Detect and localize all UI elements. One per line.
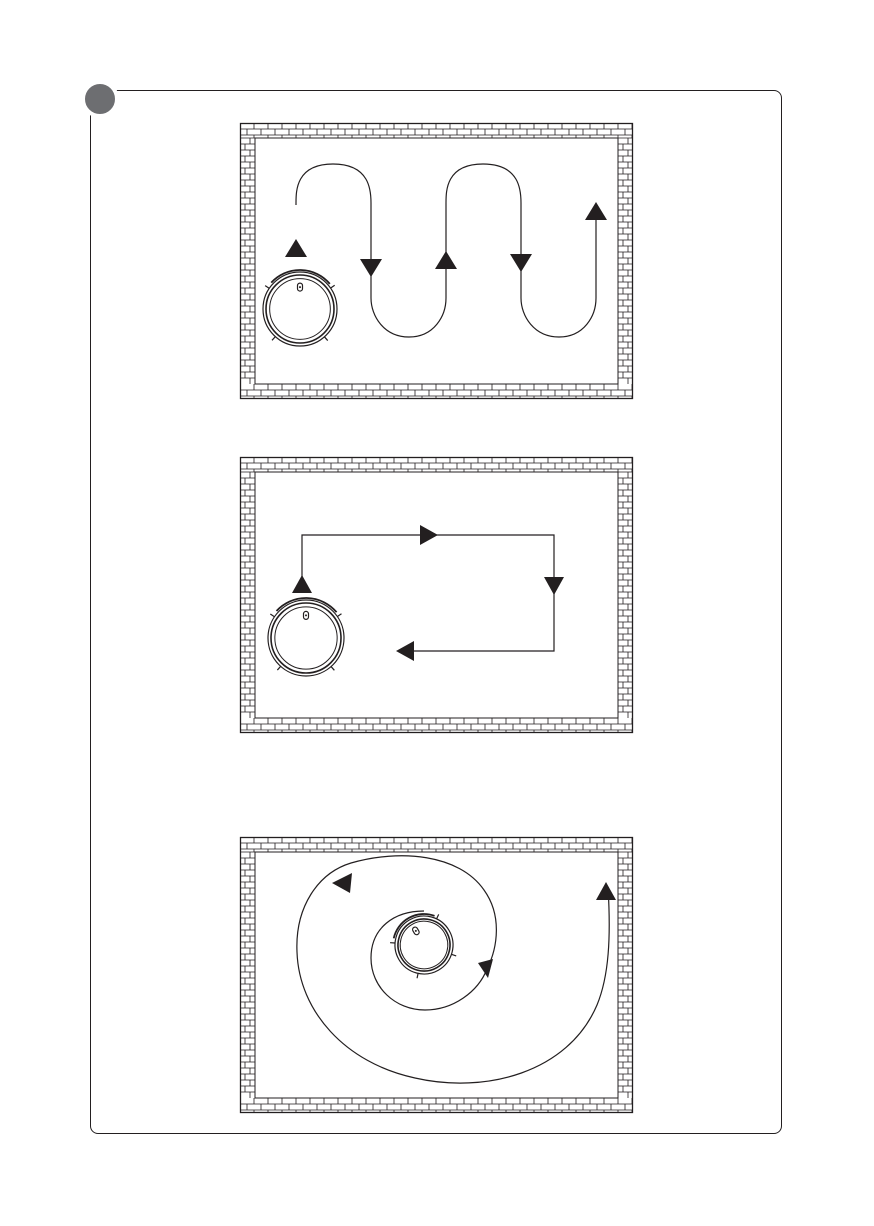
spiral-path (297, 856, 609, 1083)
robot-vacuum-icon (383, 904, 463, 985)
arrow-curve (478, 959, 493, 978)
arrow-up (285, 239, 307, 257)
robot-vacuum-icon (268, 598, 344, 676)
spiral-cleaning-diagram (240, 837, 633, 1113)
arrow-up (596, 882, 616, 900)
brick-wall (240, 123, 633, 399)
brick-wall (240, 457, 633, 733)
arrow-down (360, 259, 382, 277)
arrow-up (292, 575, 312, 593)
brick-wall (240, 837, 633, 1113)
robot-vacuum-icon (263, 270, 337, 346)
arrow-right (420, 525, 438, 545)
rectangle-cleaning-diagram (240, 457, 633, 733)
step-badge (81, 80, 119, 118)
zigzag-path (296, 164, 596, 337)
arrow-up (435, 251, 457, 269)
arrow-curve (332, 873, 352, 893)
arrow-up (585, 202, 607, 220)
arrow-down (544, 577, 564, 595)
arrow-down (510, 254, 532, 272)
zigzag-cleaning-diagram (240, 123, 633, 399)
arrow-left (396, 641, 414, 661)
